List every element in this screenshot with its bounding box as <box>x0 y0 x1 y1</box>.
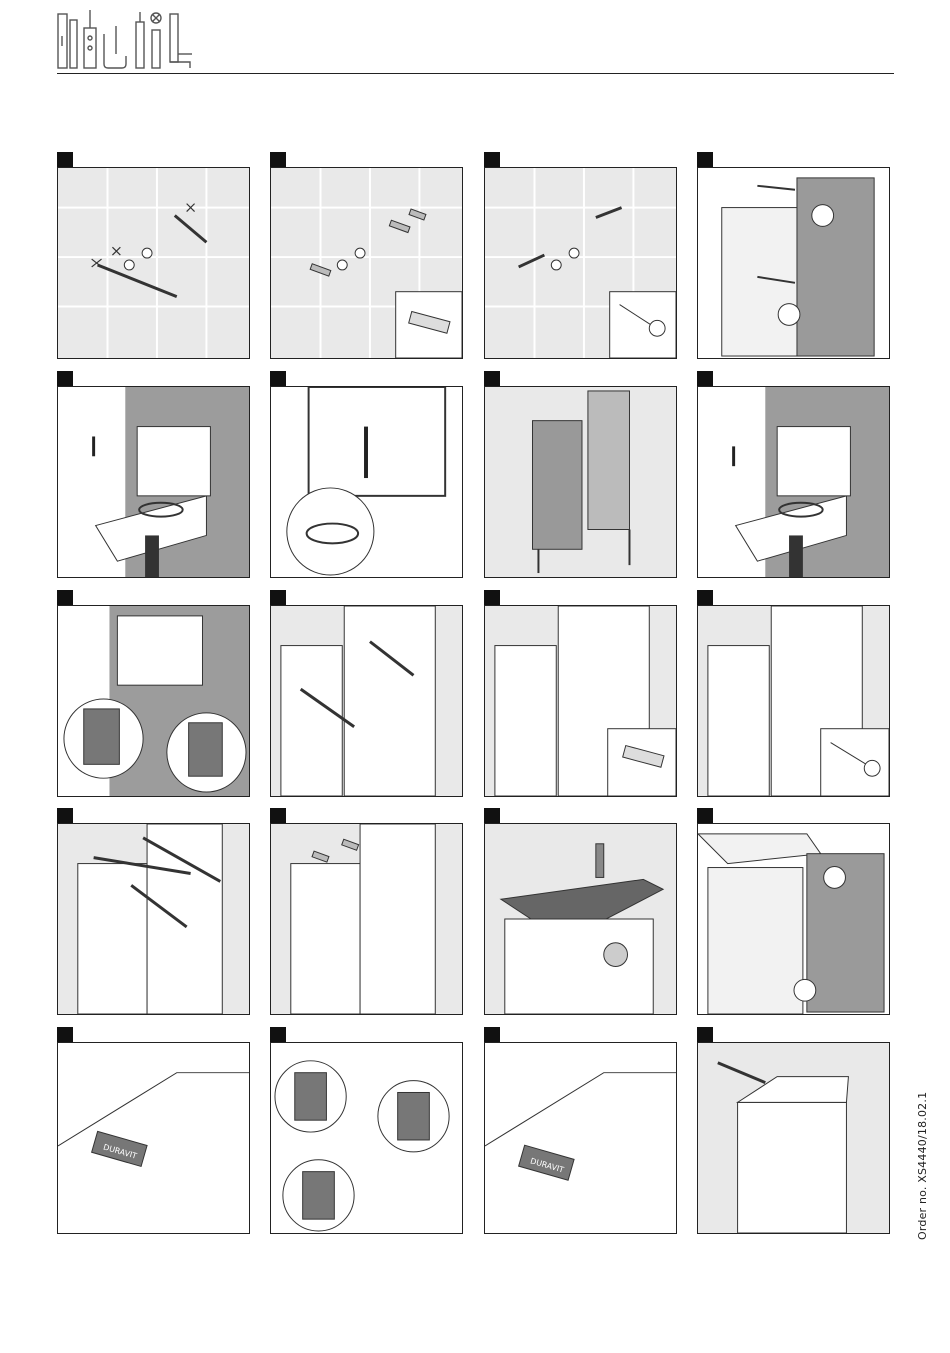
step-17-logo-remove: DURAVIT <box>57 1027 250 1219</box>
step-illustration <box>57 823 250 1015</box>
step-number-badge <box>270 808 286 824</box>
step-illustration <box>270 386 463 578</box>
step-illustration: DURAVIT <box>57 1042 250 1234</box>
step-illustration <box>697 605 890 797</box>
header-rule <box>57 73 894 74</box>
wrench-icon <box>104 26 126 68</box>
step-illustration <box>270 167 463 359</box>
step-illustration <box>697 823 890 1015</box>
tool-pictograms-logo <box>52 6 202 72</box>
step-number-badge <box>697 371 713 387</box>
step-illustration <box>484 167 677 359</box>
step-illustration <box>270 1042 463 1234</box>
step-number-badge <box>57 1027 73 1043</box>
step-9-bracket-detail <box>57 590 250 782</box>
siphon-icon <box>136 12 144 68</box>
step-19-logo-insert: DURAVIT <box>484 1027 677 1219</box>
step-number-badge <box>697 808 713 824</box>
step-illustration <box>270 605 463 797</box>
step-illustration <box>484 823 677 1015</box>
step-number-badge <box>697 152 713 168</box>
step-6-mirror-adjust <box>270 371 463 563</box>
step-illustration <box>270 823 463 1015</box>
step-4-door-remove <box>697 152 890 344</box>
step-illustration <box>57 605 250 797</box>
step-illustration <box>484 386 677 578</box>
order-number: Order no. XS4440/18.02.1 <box>916 1092 929 1240</box>
step-16-door-attach <box>697 808 890 1000</box>
step-illustration <box>57 167 250 359</box>
step-5-bracket-adjust-up <box>57 371 250 563</box>
step-2-wall-dowels <box>270 152 463 344</box>
step-number-badge <box>484 371 500 387</box>
step-number-badge <box>270 152 286 168</box>
step-number-badge <box>484 590 500 606</box>
step-number-badge <box>484 152 500 168</box>
step-number-badge <box>270 1027 286 1043</box>
step-10-cabinet-drill <box>270 590 463 782</box>
step-18-hinge-adjust <box>270 1027 463 1219</box>
step-number-badge <box>57 371 73 387</box>
step-20-silicone-seal <box>697 1027 890 1219</box>
step-number-badge <box>270 371 286 387</box>
step-12-cabinet-screws <box>697 590 890 782</box>
step-illustration <box>57 386 250 578</box>
step-number-badge <box>57 152 73 168</box>
step-illustration <box>697 386 890 578</box>
drill-icon <box>84 10 96 68</box>
level-icon <box>58 14 77 68</box>
step-number-badge <box>697 590 713 606</box>
step-illustration <box>484 605 677 797</box>
step-illustration <box>697 1042 890 1234</box>
step-8-bracket-adjust-down <box>697 371 890 563</box>
screwdriver-icon <box>151 13 161 68</box>
step-15-basin-siphon <box>484 808 677 1000</box>
step-number-badge <box>484 1027 500 1043</box>
step-number-badge <box>697 1027 713 1043</box>
caulk-gun-icon <box>170 14 192 68</box>
step-1-wall-marking <box>57 152 250 344</box>
step-11-cabinet-dowels <box>484 590 677 782</box>
step-illustration: DURAVIT <box>484 1042 677 1234</box>
step-14-cabinet-hang <box>270 808 463 1000</box>
step-13-cabinet-drill-angle <box>57 808 250 1000</box>
step-number-badge <box>57 808 73 824</box>
step-illustration <box>697 167 890 359</box>
step-number-badge <box>270 590 286 606</box>
step-number-badge <box>484 808 500 824</box>
step-3-wall-screws <box>484 152 677 344</box>
step-7-frame-view <box>484 371 677 563</box>
step-number-badge <box>57 590 73 606</box>
